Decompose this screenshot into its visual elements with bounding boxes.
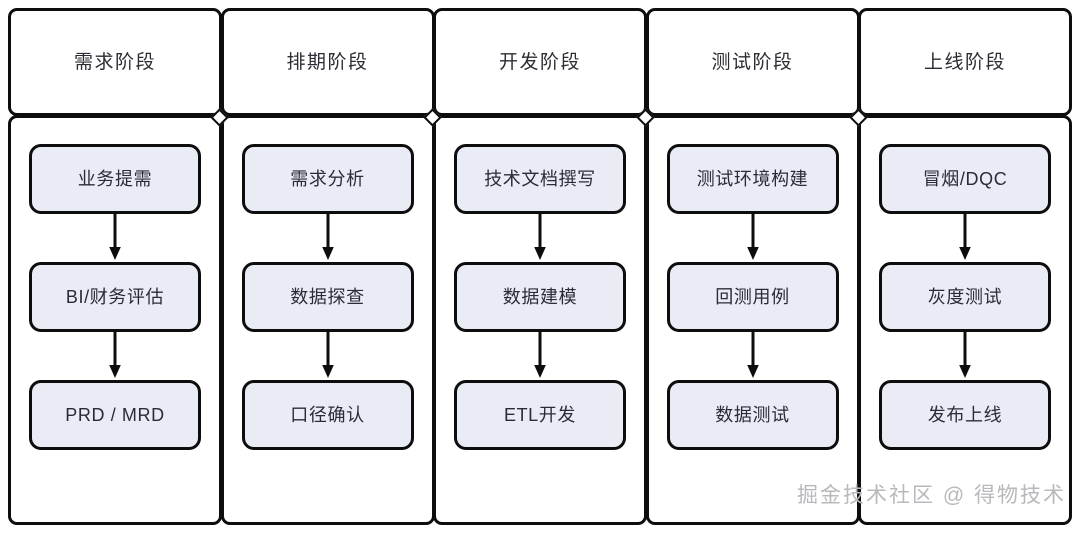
step-node[interactable]: 技术文档撰写: [454, 143, 626, 214]
lane-header-row: 需求阶段 排期阶段 开发阶段 测试阶段 上线阶段: [8, 8, 1072, 116]
lane-header-release[interactable]: 上线阶段: [858, 8, 1072, 116]
step-node[interactable]: 发布上线: [879, 379, 1051, 450]
arrow-down-icon: [319, 213, 337, 262]
step-label: 回测用例: [715, 286, 790, 307]
step-node[interactable]: 数据建模: [454, 261, 626, 332]
lane-header-testing[interactable]: 测试阶段: [645, 8, 860, 116]
swimlane-grid: 需求阶段 排期阶段 开发阶段 测试阶段 上线阶段 业务提需: [8, 8, 1072, 525]
step-label: 口径确认: [290, 404, 365, 425]
step-node[interactable]: 业务提需: [29, 143, 201, 214]
lane-header-scheduling[interactable]: 排期阶段: [220, 8, 435, 116]
lane-title: 需求阶段: [73, 51, 156, 73]
lane-body-release: 冒烟/DQC 灰度测试 发布上线: [858, 114, 1072, 525]
arrow-down-icon: [319, 331, 337, 380]
step-node[interactable]: 数据测试: [666, 379, 839, 450]
step-label: 需求分析: [290, 168, 365, 189]
lane-body-scheduling: 需求分析 数据探查 口径确认: [220, 114, 435, 525]
step-label: PRD / MRD: [65, 404, 165, 425]
arrow-down-icon: [106, 213, 124, 262]
step-node[interactable]: ETL开发: [454, 379, 626, 450]
arrow-down-icon: [531, 213, 549, 262]
step-label: 数据探查: [290, 286, 365, 307]
step-label: 技术文档撰写: [484, 168, 596, 189]
arrow-down-icon: [531, 331, 549, 380]
step-node[interactable]: 回测用例: [666, 261, 839, 332]
lane-title: 测试阶段: [711, 51, 794, 73]
step-label: 灰度测试: [927, 286, 1003, 307]
step-node[interactable]: PRD / MRD: [29, 379, 201, 450]
arrow-down-icon: [744, 213, 762, 262]
step-label: BI/财务评估: [65, 286, 165, 307]
arrow-down-icon: [106, 331, 124, 380]
lane-header-development[interactable]: 开发阶段: [433, 8, 647, 116]
step-node[interactable]: 灰度测试: [879, 261, 1051, 332]
lane-body-requirement: 业务提需 BI/财务评估 PRD / MRD: [8, 114, 222, 525]
arrow-down-icon: [956, 213, 974, 262]
step-node[interactable]: BI/财务评估: [29, 261, 201, 332]
step-label: 发布上线: [927, 404, 1003, 425]
step-label: 测试环境构建: [696, 168, 809, 189]
arrow-down-icon: [744, 331, 762, 380]
step-label: 冒烟/DQC: [922, 168, 1008, 189]
lane-header-requirement[interactable]: 需求阶段: [8, 8, 222, 116]
lane-body-row: 业务提需 BI/财务评估 PRD / MRD 需求分析: [8, 114, 1072, 525]
step-node[interactable]: 冒烟/DQC: [879, 143, 1051, 214]
step-node[interactable]: 数据探查: [241, 261, 414, 332]
lane-body-testing: 测试环境构建 回测用例 数据测试: [645, 114, 860, 525]
step-label: ETL开发: [503, 404, 576, 425]
step-node[interactable]: 测试环境构建: [666, 143, 839, 214]
step-node[interactable]: 需求分析: [241, 143, 414, 214]
lane-title: 开发阶段: [498, 51, 581, 73]
lane-title: 排期阶段: [286, 51, 369, 73]
arrow-down-icon: [956, 331, 974, 380]
step-label: 数据建模: [502, 286, 578, 307]
step-node[interactable]: 口径确认: [241, 379, 414, 450]
lane-body-development: 技术文档撰写 数据建模 ETL开发: [433, 114, 647, 525]
step-label: 数据测试: [715, 404, 790, 425]
step-label: 业务提需: [77, 168, 153, 189]
lane-title: 上线阶段: [923, 51, 1006, 73]
